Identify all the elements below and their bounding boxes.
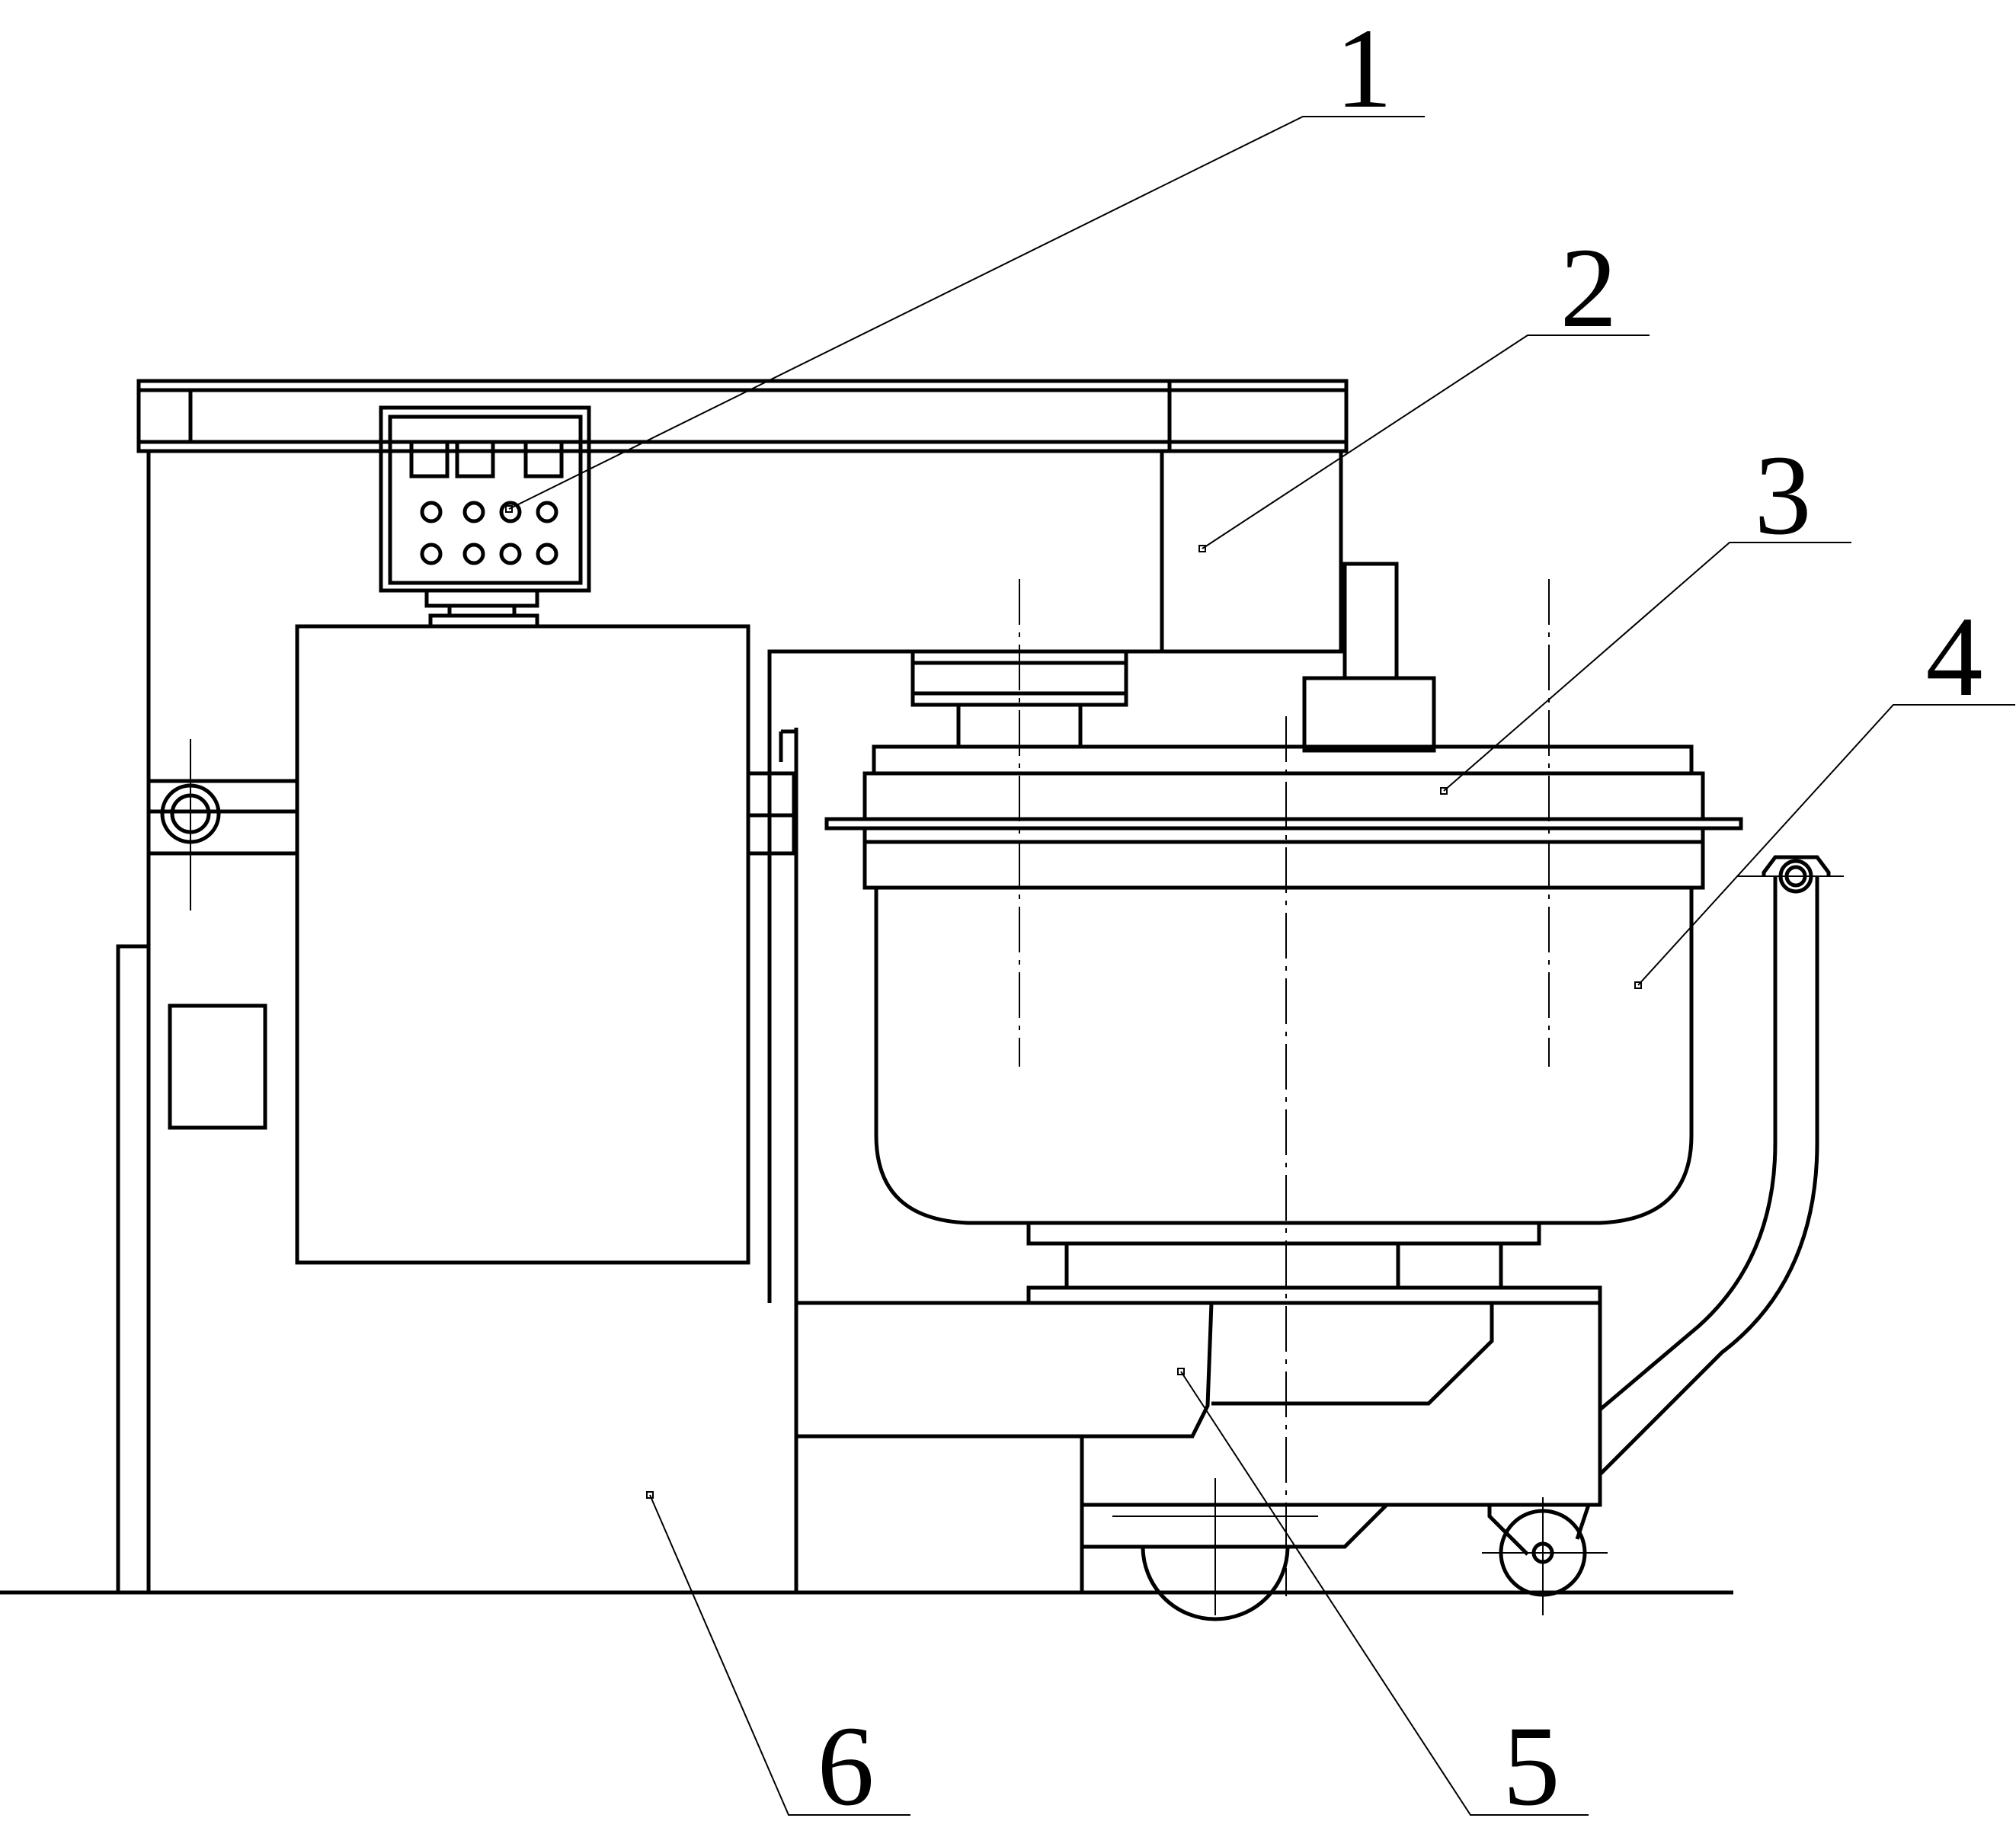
cabinet-bracket bbox=[746, 771, 796, 856]
button-8 bbox=[536, 543, 558, 565]
front-wheel bbox=[1112, 1478, 1318, 1621]
button-1 bbox=[420, 501, 443, 523]
left-hinge bbox=[149, 739, 297, 911]
button-7 bbox=[499, 543, 522, 565]
bowl-base bbox=[1026, 1221, 1602, 1304]
callout-1: 1 bbox=[1336, 5, 1393, 132]
callout-5: 5 bbox=[1503, 1703, 1560, 1829]
main-frame bbox=[116, 451, 1162, 1592]
center-lines bbox=[1019, 579, 1550, 1596]
motor-cabinet bbox=[295, 624, 750, 1265]
button-5 bbox=[420, 543, 443, 565]
callout-6: 6 bbox=[818, 1703, 875, 1829]
display-1 bbox=[409, 440, 450, 479]
control-panel bbox=[379, 405, 591, 629]
callout-4: 4 bbox=[1926, 594, 1983, 720]
mixing-bowl bbox=[874, 888, 1694, 1225]
callout-3: 3 bbox=[1755, 432, 1812, 559]
display-2 bbox=[455, 440, 495, 479]
button-2 bbox=[462, 501, 485, 523]
button-6 bbox=[462, 543, 485, 565]
bowl-trolley bbox=[796, 1301, 1602, 1592]
caster-wheel bbox=[1482, 1497, 1608, 1615]
bowl-lid bbox=[824, 744, 1743, 890]
callout-2: 2 bbox=[1560, 225, 1618, 351]
leader-lines bbox=[505, 116, 2015, 1816]
button-3 bbox=[499, 501, 522, 523]
display-3 bbox=[523, 440, 564, 479]
gearbox-housing bbox=[910, 451, 1436, 753]
push-handle bbox=[1598, 855, 1844, 1476]
button-4 bbox=[536, 501, 558, 523]
top-beam bbox=[136, 379, 1349, 453]
